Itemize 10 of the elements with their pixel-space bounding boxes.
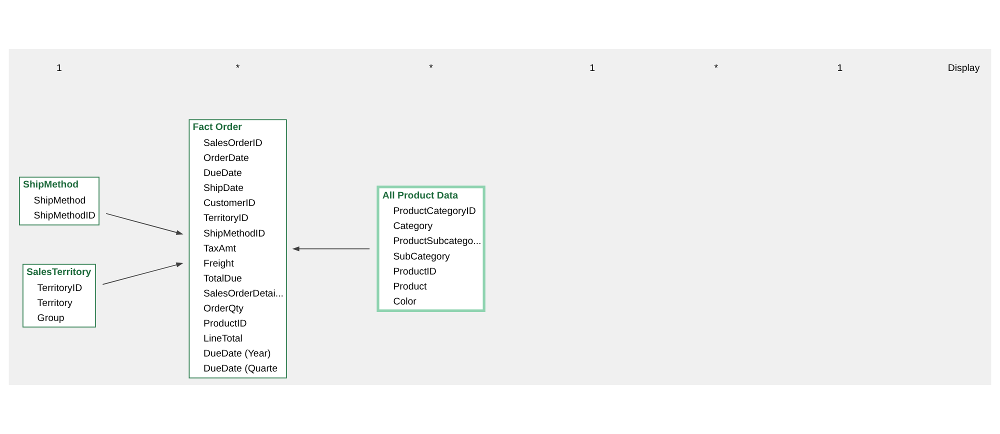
- label: *: [236, 62, 240, 74]
- label: 1: [837, 62, 843, 74]
- label: *: [429, 62, 433, 74]
- label: *: [714, 62, 718, 74]
- label: 1: [590, 62, 596, 74]
- arrow: [106, 213, 184, 235]
- label: 1: [56, 62, 62, 74]
- label: Display: [948, 62, 980, 74]
- arrow: [102, 262, 184, 285]
- arrow: [292, 246, 370, 252]
